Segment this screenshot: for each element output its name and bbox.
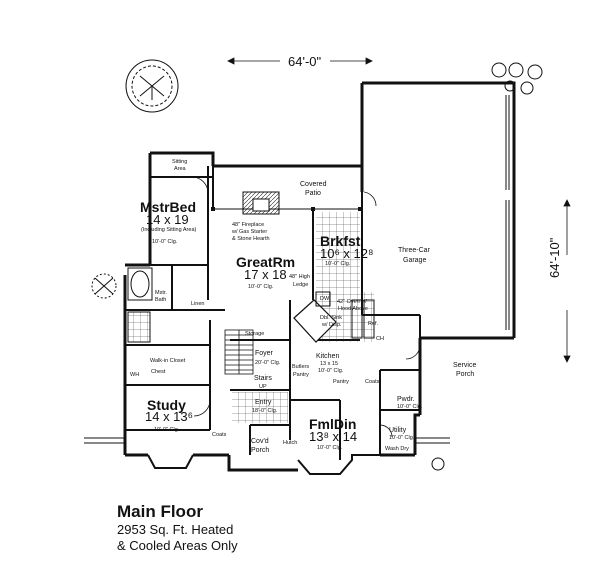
great-rm-size: 17 x 18 [244, 267, 287, 282]
study-size: 14 x 13⁶ [145, 409, 193, 424]
overall-width-label: 64'-0" [288, 54, 322, 69]
sitting-area-label-2: Area [174, 166, 186, 172]
kitchen-name: Kitchen [316, 353, 340, 360]
dbl-sink-note-2: w/ Disp. [322, 322, 342, 328]
walk-in-closet-label: Walk-in Closet [150, 358, 186, 364]
shrub-icon [91, 62, 543, 299]
storage-label: Storage [245, 331, 265, 337]
wash-dry-label: Wash Dry [385, 446, 409, 452]
fml-din-name: FmlDin [309, 416, 357, 432]
ref-label: Ref. [368, 321, 379, 327]
brkfst-name: Brkfst [320, 233, 361, 249]
wh-label: WH [130, 372, 140, 378]
pwdr-clg: 10'-0" Clg. [397, 404, 423, 410]
linen-label: Linen [191, 301, 205, 307]
foyer-clg: 20'-0" Clg. [255, 360, 281, 366]
mstr-bed-clg: 10'-0" Clg. [152, 239, 178, 245]
pwdr-name: Pwdr. [397, 396, 415, 403]
kitchen-size: 13 x 15 [320, 361, 339, 367]
width-dimension-line [227, 57, 373, 65]
oven-note-2: Hood Above [338, 306, 368, 312]
caption-line-2: & Cooled Areas Only [117, 538, 238, 553]
brkfst-size: 10⁶ x 12⁸ [320, 246, 374, 261]
utility-name: Utility [389, 427, 407, 434]
garage-label-2: Garage [403, 257, 427, 264]
mstr-bed-name: MstrBed [140, 199, 197, 215]
fireplace-note-1: 48" Fireplace [232, 222, 265, 228]
stairs-icon [224, 329, 254, 375]
garage-label: Three-Car [398, 247, 430, 254]
stairs-name: Stairs [254, 375, 272, 382]
oven-note-1: 42" Oven w/ [337, 299, 367, 305]
shower-icon [127, 311, 151, 343]
chest-label: Chest [151, 369, 166, 375]
fireplace-icon [242, 191, 280, 215]
fml-din-clg: 10'-0" Clg. [317, 445, 343, 451]
mstr-bath-label: Mstr. [155, 290, 167, 296]
butlers-pantry-label: Butlers [292, 364, 310, 370]
entry-name: Entry [255, 399, 272, 406]
garage-doors [505, 95, 510, 330]
bathtub-icon [127, 267, 153, 301]
ledge-note-1: 48" High [289, 274, 310, 280]
kitchen-clg: 10'-0" Clg. [318, 368, 344, 374]
kitchen-island [293, 299, 337, 343]
ch-label: CH [376, 336, 384, 342]
covered-patio-label-2: Patio [305, 190, 321, 197]
fireplace-note-3: & Stone Hearth [232, 236, 270, 242]
covd-porch-label-2: Porch [251, 447, 270, 454]
overall-depth-label: 64'-10" [547, 237, 562, 278]
great-rm-clg: 10'-0" Clg. [248, 284, 274, 290]
exterior-walls [123, 81, 516, 472]
caption-line-1: 2953 Sq. Ft. Heated [117, 522, 234, 537]
ledge-note-2: Ledge [293, 282, 309, 288]
depth-dimension-line [563, 199, 571, 363]
pantry-label: Pantry [333, 379, 349, 385]
entry-tile-floor [232, 392, 288, 423]
hutch-label: Hutch [283, 440, 298, 446]
service-porch-label: Service [453, 362, 477, 369]
sitting-area-label: Sitting [172, 159, 188, 165]
utility-clg: 10'-0" Clg. [389, 435, 415, 441]
study-clg: 10'-0" Clg. [154, 427, 180, 433]
door-swings [191, 176, 421, 438]
coats-label: Coats [212, 432, 227, 438]
dbl-sink-note-1: Dbl. Sink [320, 315, 343, 321]
mstr-bed-size: 14 x 19 [146, 212, 189, 227]
foyer-name: Foyer [255, 350, 273, 357]
coats2-label: Coats [365, 379, 380, 385]
dw-label: DW [320, 296, 330, 302]
entry-clg: 18'-0" Clg. [252, 408, 278, 414]
kitchen-counters [315, 291, 375, 339]
fml-din-size: 13⁸ x 14 [309, 429, 358, 444]
study-name: Study [147, 397, 186, 413]
front-walk [84, 437, 450, 471]
dining-bay-window [297, 454, 380, 475]
covd-porch-label: Cov'd [251, 438, 269, 445]
butlers-pantry-label-2: Pantry [293, 372, 309, 378]
fireplace-note-2: w/ Gas Starter [232, 229, 268, 235]
breakfast-tile-floor [316, 212, 360, 292]
mstr-bath-label-2: Bath [155, 297, 167, 303]
study-bay-window [147, 454, 194, 469]
covered-patio-label: Covered [300, 181, 327, 188]
brkfst-clg: 10'-0" Clg. [325, 261, 351, 267]
stairs-dir: UP [259, 384, 267, 390]
caption-title: Main Floor [117, 502, 203, 521]
mstr-bed-note: (Including Sitting Area) [141, 227, 197, 233]
service-porch-label-2: Porch [456, 371, 475, 378]
tree-icon [125, 59, 179, 113]
great-rm-name: GreatRm [236, 254, 296, 270]
